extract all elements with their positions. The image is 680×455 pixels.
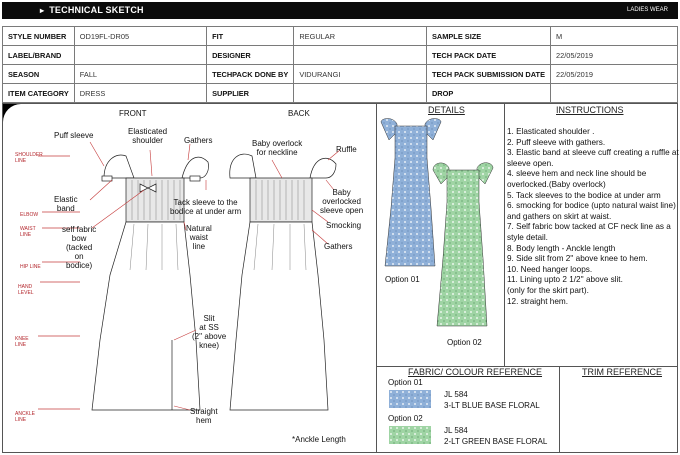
fabric-name-2: 2-LT GREEN BASE FLORAL: [444, 437, 548, 446]
instruction-item: 1. Elasticated shoulder .: [507, 127, 595, 136]
info-value: REGULAR: [293, 26, 427, 46]
instruction-item: 6. smocking for bodice (upto natural wai…: [507, 201, 676, 221]
callout-gathers-back: Gathers: [324, 242, 353, 251]
fabric-options-illustration: [380, 118, 494, 327]
instruction-item: 11. Lining upto 2 1/2'' above slit.: [507, 275, 623, 285]
fabric-swatch-1: [389, 390, 431, 408]
ankle-length-note: *Anckle Length: [292, 435, 346, 444]
callout-baby-overlocked-sleeve: Baby overlocked sleeve open: [320, 188, 364, 215]
fabric-option-2-label: Option 02: [388, 414, 423, 423]
body-line-ankle: ANCKLE LINE: [15, 411, 36, 423]
info-label: SEASON: [2, 64, 75, 84]
instruction-item: 3. Elastic band at sleeve cuff creating …: [507, 148, 679, 168]
callout-elasticated-shoulder: Elasticated shoulder: [128, 127, 168, 145]
instruction-item: 4. sleeve hem and neck line should be ov…: [507, 169, 647, 189]
callout-puff-sleeve: Puff sleeve: [54, 131, 94, 140]
info-label: FIT: [206, 26, 295, 46]
info-label: TECHPACK DONE BY: [206, 64, 295, 84]
trim-heading: TRIM REFERENCE: [582, 367, 663, 377]
sheet-title: TECHNICAL SKETCH: [40, 5, 144, 15]
info-label: DROP: [425, 83, 552, 103]
callout-baby-overlock-neck: Baby overlock for neckline: [252, 139, 303, 157]
instruction-item: 7. Self fabric bow tacked at CF neck lin…: [507, 222, 671, 242]
info-label: DESIGNER: [206, 45, 295, 65]
info-label: LABEL/BRAND: [2, 45, 75, 65]
body-line-waist: WAIST LINE: [20, 226, 36, 238]
callout-ruffle: Ruffle: [336, 145, 357, 154]
corner-tab: [3, 104, 21, 122]
measurement-ticks: [38, 155, 80, 410]
info-value: [550, 83, 678, 103]
fabric-heading: FABRIC/ COLOUR REFERENCE: [408, 367, 543, 377]
info-value: VIDURANGI: [293, 64, 427, 84]
info-value: DRESS: [73, 83, 208, 103]
info-value: 22/05/2019: [550, 45, 678, 65]
category-tag: LADIES WEAR: [626, 7, 668, 13]
callout-self-fabric-bow: self fabric bow (tacked on bodice): [62, 225, 97, 270]
title-bar: TECHNICAL SKETCH LADIES WEAR: [2, 2, 678, 19]
callout-straight-hem: Straight hem: [190, 407, 218, 425]
instruction-item: (only for the skirt part).: [507, 285, 589, 295]
callout-gathers-front: Gathers: [184, 136, 213, 145]
panel-divider: [559, 366, 560, 453]
info-value: [293, 83, 427, 103]
callout-smocking: Smocking: [326, 221, 362, 230]
option-2-label: Option 02: [447, 338, 482, 347]
details-heading: DETAILS: [428, 105, 465, 115]
callout-elastic-band: Elastic band: [54, 195, 78, 213]
front-label: FRONT: [119, 109, 147, 118]
instruction-item: 9. Side slit from 2'' above knee to hem.: [507, 254, 648, 264]
info-value: [73, 45, 208, 65]
instruction-item: 8. Body length - Anckle length: [507, 243, 616, 253]
sketch-area: [2, 103, 678, 453]
info-value: OD19FL-DR05: [73, 26, 208, 46]
instruction-item: 5. Tack sleeves to the bodice at under a…: [507, 190, 661, 200]
body-line-hip: HIP LINE: [20, 264, 41, 270]
callout-slit: Slit at SS (2'' above knee): [192, 314, 227, 350]
info-label: TECH PACK DATE: [425, 45, 552, 65]
instruction-item: 10. Need hanger loops.: [507, 264, 593, 274]
body-line-hand: HAND LEVEL: [18, 284, 34, 296]
info-value: FALL: [73, 64, 208, 84]
instruction-item: 2. Puff sleeve with gathers.: [507, 137, 606, 147]
body-line-elbow: ELBOW: [20, 212, 39, 218]
info-value: M: [550, 26, 678, 46]
fabric-swatch-2: [389, 426, 431, 444]
dress-sketch: [89, 141, 341, 411]
body-line-knee: KNEE LINE: [15, 336, 29, 348]
fabric-code-1: JL 584: [444, 390, 468, 399]
instructions-list: 1. Elasticated shoulder .2. Puff sleeve …: [507, 127, 679, 307]
option-1-label: Option 01: [385, 275, 420, 284]
panel-divider: [376, 366, 678, 367]
back-label: BACK: [288, 109, 310, 118]
info-label: TECH PACK SUBMISSION DATE: [425, 64, 552, 84]
fabric-option-1-label: Option 01: [388, 378, 423, 387]
instruction-item: 12. straight hem.: [507, 296, 568, 306]
info-label: SAMPLE SIZE: [425, 26, 552, 46]
panel-divider: [376, 103, 377, 453]
body-line-shoulder: SHOULDER LINE: [15, 152, 43, 164]
callout-natural-waist: Natural waist line: [186, 224, 212, 251]
callout-tack-sleeve: Tack sleeve to the bodice at under arm: [170, 198, 242, 216]
info-label: SUPPLIER: [206, 83, 295, 103]
fabric-name-1: 3-LT BLUE BASE FLORAL: [444, 401, 540, 410]
panel-divider: [504, 103, 505, 366]
fabric-code-2: JL 584: [444, 426, 468, 435]
info-value: 22/05/2019: [550, 64, 678, 84]
info-label: STYLE NUMBER: [2, 26, 75, 46]
info-label: ITEM CATEGORY: [2, 83, 75, 103]
instructions-heading: INSTRUCTIONS: [556, 105, 624, 115]
info-value: [293, 45, 427, 65]
